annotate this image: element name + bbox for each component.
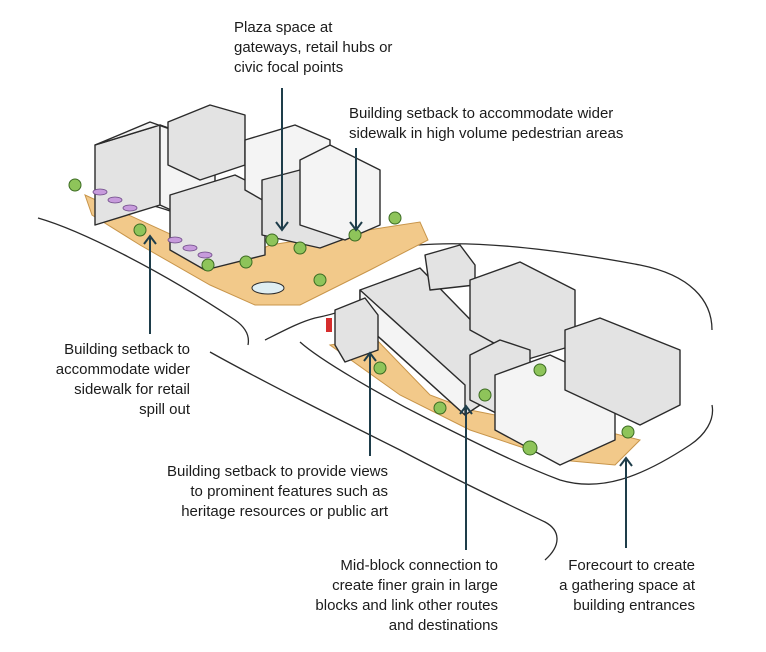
label-setback-pedestrian-line-1: Building setback to accommodate wider xyxy=(349,105,614,122)
label-plaza-line-3: civic focal points xyxy=(234,59,344,76)
label-setback-views: Building setback to provide views to pro… xyxy=(140,462,388,522)
label-plaza: Plaza space at gateways, retail hubs or … xyxy=(234,18,392,78)
label-midblock: Mid-block connection to create finer gra… xyxy=(300,556,498,636)
label-forecourt-line-3: building entrances xyxy=(573,597,695,614)
label-midblock-line-3: blocks and link other routes xyxy=(315,597,498,614)
label-setback-retail: Building setback to accommodate wider si… xyxy=(50,340,190,420)
plaza-fountain xyxy=(251,281,285,295)
label-midblock-line-4: and destinations xyxy=(388,617,498,634)
label-setback-retail-line-2: accommodate wider xyxy=(55,361,190,378)
label-setback-pedestrian-line-2: sidewalk in high volume pedestrian areas xyxy=(349,125,624,142)
label-setback-pedestrian: Building setback to accommodate wider si… xyxy=(349,104,623,144)
road-edge-bottom xyxy=(209,351,558,561)
public-art xyxy=(326,318,332,332)
label-midblock-line-2: create finer grain in large xyxy=(332,577,498,594)
label-forecourt: Forecourt to create a gathering space at… xyxy=(545,556,695,616)
label-setback-views-line-3: heritage resources or public art xyxy=(181,503,388,520)
street-trees xyxy=(68,178,635,456)
patio-umbrellas xyxy=(92,188,213,259)
label-plaza-line-2: gateways, retail hubs or xyxy=(234,39,393,56)
label-setback-retail-line-1: Building setback to xyxy=(64,341,190,358)
label-setback-retail-line-4: spill out xyxy=(139,401,190,418)
label-forecourt-line-2: a gathering space at xyxy=(559,577,695,594)
road-edge-right xyxy=(417,243,713,331)
label-setback-retail-line-3: sidewalk for retail xyxy=(74,381,190,398)
north-buildings xyxy=(94,104,381,271)
label-setback-views-line-1: Building setback to provide views xyxy=(167,463,388,480)
road-edge-left xyxy=(37,217,250,346)
label-midblock-line-1: Mid-block connection to xyxy=(340,557,498,574)
label-plaza-line-1: Plaza space at xyxy=(234,19,333,36)
label-setback-views-line-2: to prominent features such as xyxy=(190,483,388,500)
leader-lines xyxy=(143,88,633,550)
label-forecourt-line-1: Forecourt to create xyxy=(568,557,695,574)
